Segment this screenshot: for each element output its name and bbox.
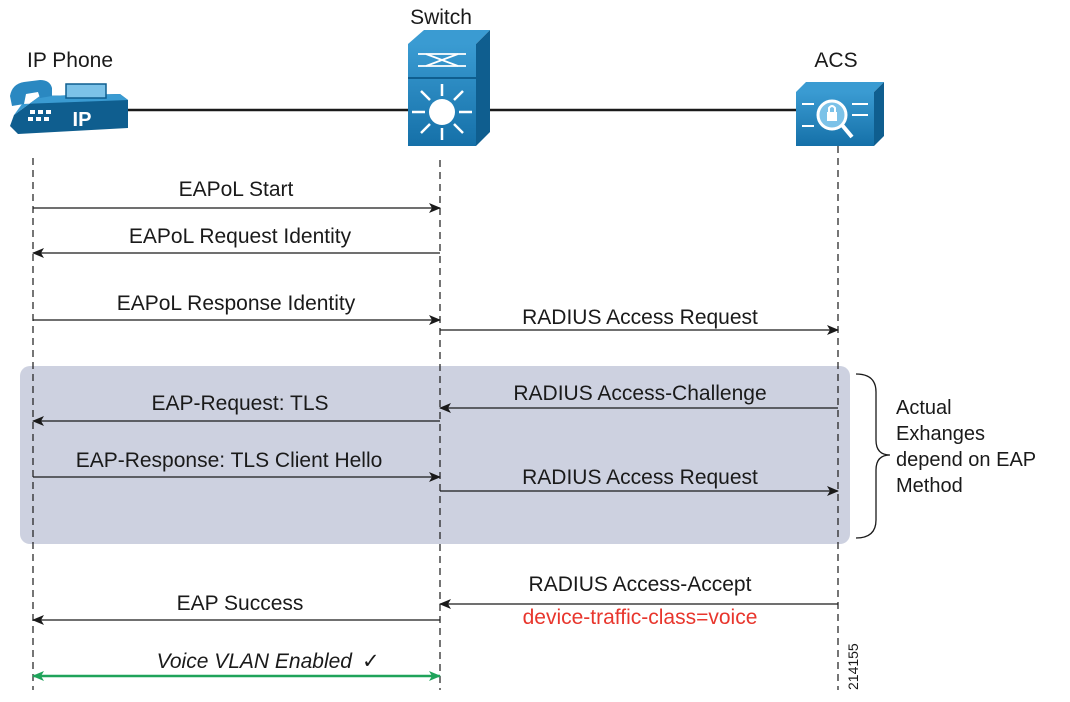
label-eapol-response-identity: EAPoL Response Identity	[117, 292, 356, 315]
note-line-1: Actual	[896, 397, 952, 419]
acs-server-icon	[796, 82, 884, 146]
label-radius-access-challenge: RADIUS Access-Challenge	[513, 382, 766, 405]
note-line-3: depend on EAP	[896, 449, 1036, 471]
label-voice-vlan-enabled: Voice VLAN Enabled	[157, 650, 354, 673]
label-radius-access-request-2: RADIUS Access Request	[522, 466, 758, 489]
note-line-4: Method	[896, 475, 963, 497]
eap-method-exchange-band	[20, 366, 850, 544]
label-radius-access-request-1: RADIUS Access Request	[522, 306, 758, 329]
node-label-switch: Switch	[410, 6, 472, 29]
label-device-traffic-class: device-traffic-class=voice	[523, 606, 758, 629]
label-eap-response-tls-client-hello: EAP-Response: TLS Client Hello	[76, 449, 383, 472]
label-eapol-start: EAPoL Start	[179, 178, 294, 201]
exchange-brace	[855, 373, 891, 539]
label-eap-success: EAP Success	[177, 592, 304, 615]
multilayer-switch-icon	[408, 30, 490, 146]
label-eapol-request-identity: EAPoL Request Identity	[129, 225, 352, 248]
node-label-acs: ACS	[814, 49, 857, 72]
label-radius-access-accept: RADIUS Access-Accept	[529, 573, 752, 596]
node-label-phone: IP Phone	[27, 49, 113, 72]
ip-phone-icon: IP	[10, 80, 128, 134]
label-eap-request-tls: EAP-Request: TLS	[151, 392, 328, 415]
note-line-2: Exhanges	[896, 423, 985, 445]
checkmark-icon: ✓	[362, 650, 380, 673]
figure-number: 214155	[845, 643, 861, 690]
ip-badge: IP	[73, 109, 92, 131]
